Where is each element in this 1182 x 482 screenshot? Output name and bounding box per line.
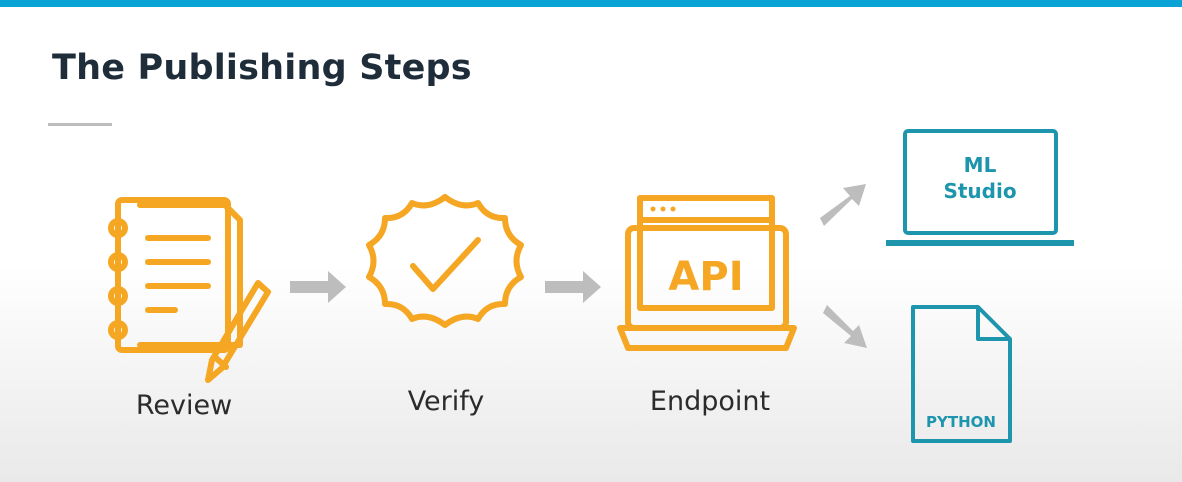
notepad-pencil-icon: [108, 197, 271, 383]
title-underline: [48, 123, 112, 126]
step-label-endpoint: Endpoint: [649, 386, 771, 417]
arrow-endpoint-to-mlstudio: [820, 184, 866, 226]
ml-studio-line2: Studio: [943, 179, 1016, 203]
python-label: PYTHON: [926, 413, 996, 431]
arrow-review-to-verify: [290, 271, 346, 303]
step-label-review: Review: [135, 390, 233, 421]
badge-check-icon: [366, 194, 524, 328]
arrow-verify-to-endpoint: [545, 271, 601, 303]
arrow-endpoint-to-python: [823, 305, 867, 348]
python-file-icon: PYTHON: [911, 305, 1012, 443]
top-accent-bar: [0, 0, 1182, 7]
api-laptop-icon: API: [617, 195, 797, 351]
ml-studio-line1: ML: [964, 153, 997, 177]
step-label-verify: Verify: [407, 386, 485, 417]
slide-title: The Publishing Steps: [52, 48, 472, 88]
laptop-icon: ML Studio: [886, 129, 1074, 246]
api-badge-text: API: [668, 254, 743, 300]
